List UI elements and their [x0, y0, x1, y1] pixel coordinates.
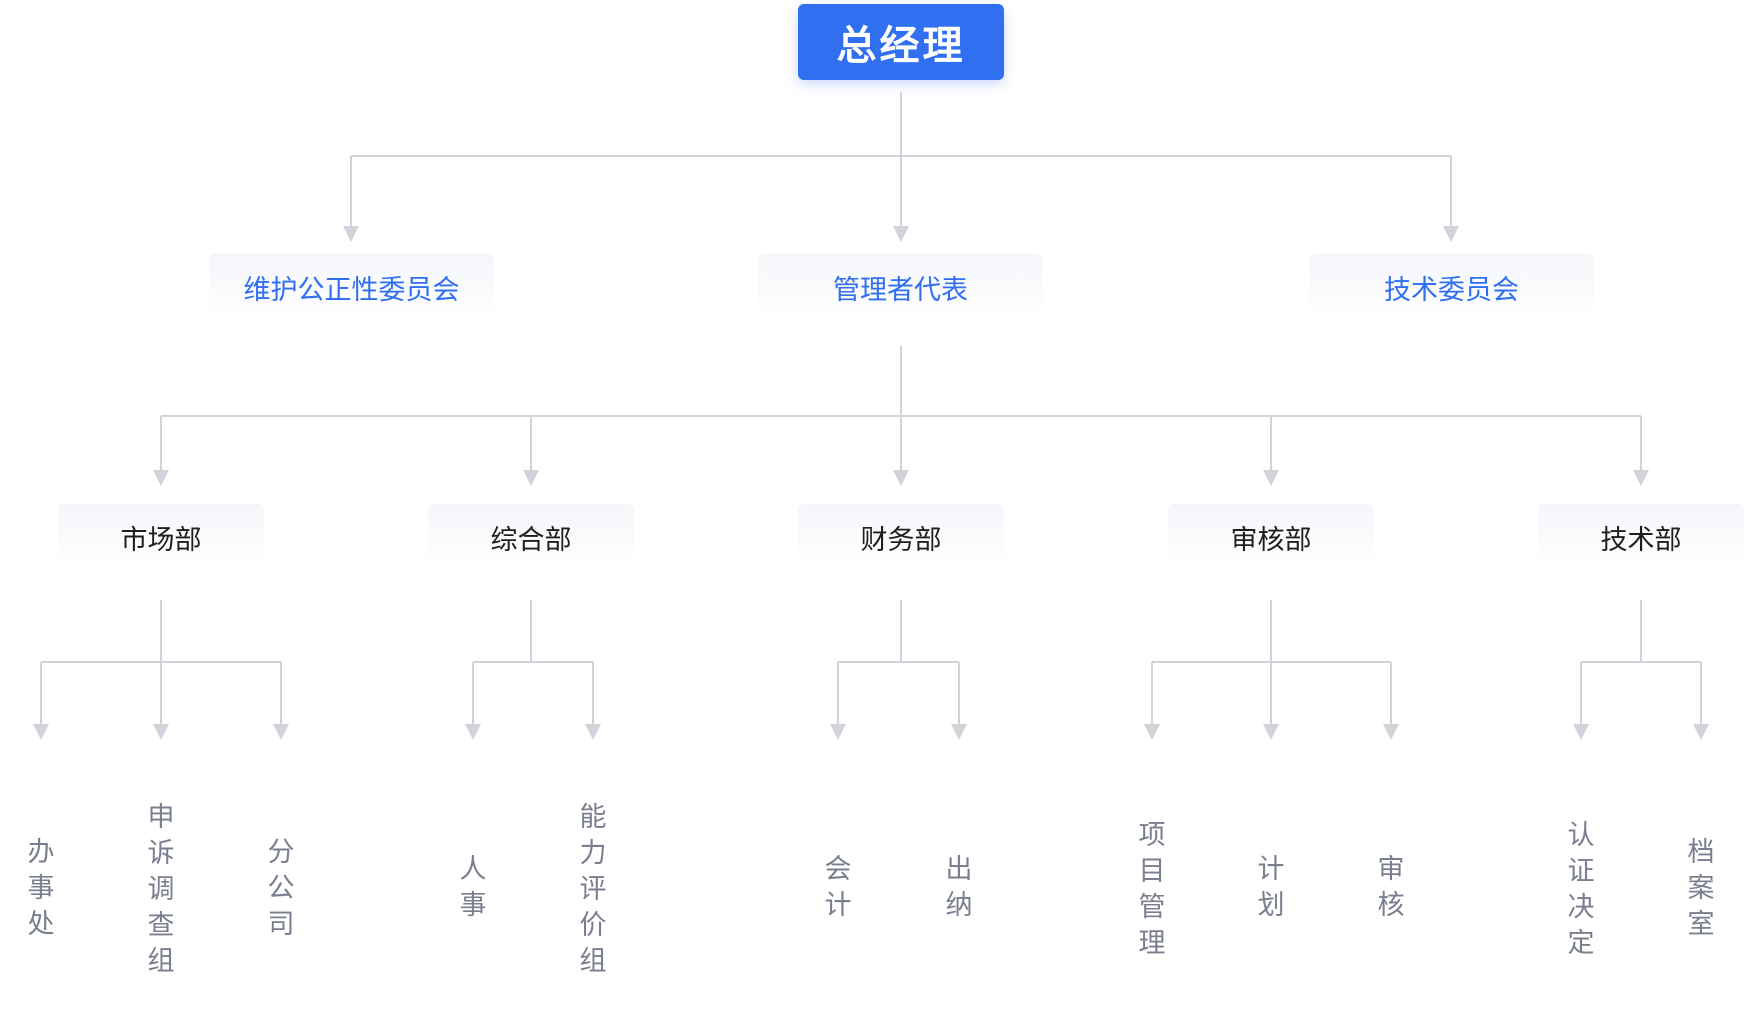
leaf-node-char: 项 [1138, 820, 1166, 851]
leaf-node-char: 认 [1567, 820, 1595, 851]
leaf-node-char: 公 [267, 873, 295, 904]
arrow-to-department [1263, 470, 1279, 486]
arrow-to-leaf [1573, 724, 1589, 740]
arrow-to-leaf [465, 724, 481, 740]
leaf-node[interactable]: 会计 [818, 852, 858, 924]
arrow-to-leaf [585, 724, 601, 740]
leaf-node-char: 定 [1567, 928, 1595, 959]
leaf-node-char: 分 [267, 837, 295, 868]
leaf-node-char: 出 [945, 854, 973, 885]
arrow-to-leaf [1693, 724, 1709, 740]
leaf-node-char: 决 [1567, 892, 1595, 923]
arrow-to-leaf [1144, 724, 1160, 740]
leaf-node-char: 力 [579, 838, 607, 869]
arrow-to-leaf [1383, 724, 1399, 740]
arrow-to-department [153, 470, 169, 486]
leaf-node-char: 司 [267, 909, 295, 940]
leaf-node-char: 理 [1138, 928, 1166, 959]
leaf-node-char: 处 [27, 909, 55, 940]
arrow-to-leaf [273, 724, 289, 740]
leaf-node[interactable]: 项目管理 [1132, 818, 1172, 962]
node-general-affairs-dept[interactable]: 综合部 [428, 504, 634, 570]
leaf-node-char: 事 [27, 873, 55, 904]
node-technical-committee[interactable]: 技术委员会 [1309, 254, 1594, 320]
node-impartiality-committee[interactable]: 维护公正性委员会 [209, 254, 494, 320]
arrow-to-department [893, 470, 909, 486]
leaf-node-char: 申 [147, 802, 175, 833]
leaf-node[interactable]: 审核 [1371, 852, 1411, 924]
leaf-node-char: 办 [27, 837, 55, 868]
leaf-node-char: 诉 [147, 838, 175, 869]
leaf-node-char: 目 [1138, 856, 1166, 887]
leaf-node-char: 管 [1138, 892, 1166, 923]
node-general-manager[interactable]: 总经理 [798, 4, 1004, 80]
leaf-node-char: 计 [824, 890, 852, 921]
leaf-node-char: 核 [1377, 890, 1405, 921]
arrow-to-committee [343, 226, 359, 242]
leaf-node[interactable]: 能力评价组 [573, 800, 613, 980]
leaf-node-char: 评 [579, 874, 607, 905]
leaf-node[interactable]: 认证决定 [1561, 818, 1601, 962]
leaf-node[interactable]: 申诉调查组 [141, 800, 181, 980]
arrow-to-department [523, 470, 539, 486]
leaf-node-char: 调 [147, 874, 175, 905]
leaf-node-char: 能 [579, 802, 607, 833]
node-finance-dept[interactable]: 财务部 [798, 504, 1004, 570]
leaf-node-char: 价 [579, 910, 607, 941]
leaf-node-char: 档 [1687, 837, 1715, 868]
leaf-node[interactable]: 人事 [453, 852, 493, 924]
leaf-node-char: 组 [579, 946, 607, 977]
leaf-node[interactable]: 出纳 [939, 852, 979, 924]
arrow-to-committee [1443, 226, 1459, 242]
leaf-node[interactable]: 档案室 [1681, 835, 1721, 943]
arrow-to-department [1633, 470, 1649, 486]
leaf-node[interactable]: 计划 [1251, 852, 1291, 924]
leaf-node-char: 案 [1687, 873, 1715, 904]
arrow-to-leaf [33, 724, 49, 740]
leaf-node-char: 计 [1257, 854, 1285, 885]
node-marketing-dept[interactable]: 市场部 [58, 504, 264, 570]
leaf-node-char: 事 [459, 890, 487, 921]
leaf-node-char: 会 [824, 854, 852, 885]
node-technical-dept[interactable]: 技术部 [1538, 504, 1744, 570]
arrow-to-committee [893, 226, 909, 242]
leaf-node-char: 证 [1567, 856, 1595, 887]
leaf-node-char: 查 [147, 910, 175, 941]
node-management-representative[interactable]: 管理者代表 [758, 254, 1043, 320]
leaf-node-char: 室 [1687, 909, 1715, 940]
arrow-to-leaf [153, 724, 169, 740]
leaf-node[interactable]: 办事处 [21, 835, 61, 943]
arrow-to-leaf [830, 724, 846, 740]
leaf-node-char: 审 [1377, 854, 1405, 885]
leaf-node[interactable]: 分公司 [261, 835, 301, 943]
leaf-node-char: 人 [459, 854, 487, 885]
leaf-node-char: 划 [1257, 890, 1285, 921]
node-audit-dept[interactable]: 审核部 [1168, 504, 1374, 570]
arrow-to-leaf [1263, 724, 1279, 740]
leaf-node-char: 组 [147, 946, 175, 977]
arrow-to-leaf [951, 724, 967, 740]
leaf-node-char: 纳 [945, 890, 973, 921]
